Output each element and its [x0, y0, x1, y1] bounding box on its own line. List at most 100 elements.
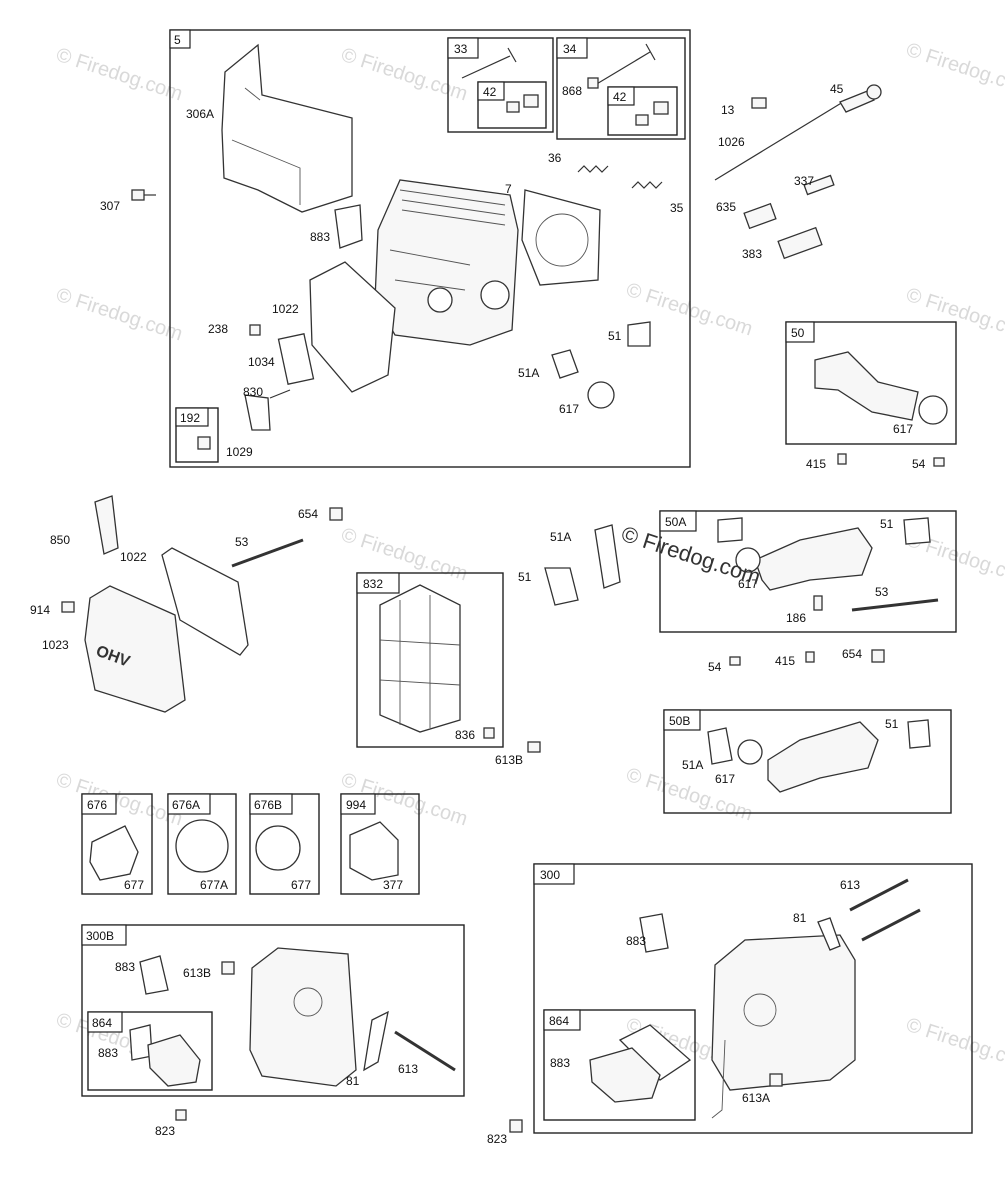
retainer-42a-b — [523, 94, 539, 108]
plug-238 — [249, 324, 261, 336]
spring-36 — [577, 165, 609, 173]
pushrod-1026 — [714, 101, 844, 181]
group-number: 42 — [483, 85, 497, 99]
group-number: 42 — [613, 90, 627, 104]
bolt-613-300b — [861, 908, 921, 942]
group-number: 676A — [172, 798, 200, 812]
part-label: 1022 — [272, 302, 299, 316]
group-tag-676A — [167, 793, 211, 815]
blower-housing-306A — [221, 43, 353, 213]
part-label: 1034 — [248, 355, 275, 369]
group-tag-300B — [81, 924, 127, 946]
part-label: 81 — [793, 911, 807, 925]
spring-35 — [631, 181, 663, 189]
part-label: 613B — [495, 753, 523, 767]
part-label: 51 — [885, 717, 899, 731]
part-label: 53 — [235, 535, 249, 549]
rocker-gasket-1022b — [161, 547, 249, 656]
breather-cover-detail — [379, 595, 461, 728]
plug-337 — [803, 174, 835, 196]
muffler-300B — [249, 947, 357, 1087]
part-label: 654 — [842, 647, 862, 661]
muffler-300 — [711, 934, 856, 1091]
adapter-864a — [147, 1034, 201, 1087]
part-label: 613B — [183, 966, 211, 980]
screw-613B — [527, 741, 541, 753]
part-label: 45 — [830, 82, 844, 96]
group-box-864a — [87, 1011, 213, 1091]
nut-654-b — [871, 649, 885, 663]
group-tag-676B — [249, 793, 293, 815]
part-186 — [813, 595, 823, 611]
watermark: © Firedog.com — [903, 1014, 1005, 1076]
part-label: 617 — [893, 422, 913, 436]
bolt-13 — [751, 97, 767, 109]
gasket-50A — [717, 517, 743, 543]
group-tag-50 — [785, 321, 815, 343]
part-drawings: OHV — [61, 43, 948, 1133]
group-tag-300 — [533, 863, 575, 885]
cylinder-head-port — [480, 280, 510, 310]
part-label: 677 — [291, 878, 311, 892]
part-label: 617 — [738, 577, 758, 591]
group-tag-5 — [169, 29, 191, 49]
part-label: 823 — [487, 1132, 507, 1146]
group-tag-42a — [477, 81, 505, 101]
group-number: 300B — [86, 929, 114, 943]
gasket-51A-50B — [707, 727, 733, 765]
part-label: 677 — [124, 878, 144, 892]
group-box-42a — [477, 81, 547, 129]
group-box-832 — [356, 572, 504, 748]
group-box-300 — [533, 863, 973, 1134]
part-label: 617 — [715, 772, 735, 786]
part-label: 51 — [608, 329, 622, 343]
group-tag-50B — [663, 709, 701, 731]
group-box-33 — [447, 37, 554, 133]
adapter-864b — [589, 1047, 661, 1103]
part-label: 883 — [550, 1056, 570, 1070]
screw-613B-b — [221, 961, 235, 975]
screw-836 — [483, 727, 495, 739]
watermark: © Firedog.com — [623, 764, 755, 826]
part-label: 415 — [775, 654, 795, 668]
part-label: 868 — [562, 84, 582, 98]
part-label: 238 — [208, 322, 228, 336]
group-number: 33 — [454, 42, 468, 56]
nut-415-b — [805, 651, 815, 663]
guard-994 — [349, 821, 399, 881]
gasket-51-50B — [907, 719, 931, 749]
head-gasket-bore — [535, 213, 589, 267]
bracket-81 — [363, 1010, 389, 1072]
group-number: 864 — [549, 1014, 569, 1028]
bracket-1029 — [244, 394, 271, 431]
part-label: 883 — [310, 230, 330, 244]
rocker-gasket-1022 — [309, 261, 396, 393]
part-label: 654 — [298, 507, 318, 521]
seal-868 — [587, 77, 599, 89]
group-tag-864b — [543, 1009, 581, 1031]
cylinder-head-fins — [389, 189, 506, 291]
gasket-883-300B — [139, 955, 169, 995]
part-label: 186 — [786, 611, 806, 625]
part-label: 1022 — [120, 550, 147, 564]
part-label: 13 — [721, 103, 735, 117]
part-label: 883 — [98, 1046, 118, 1060]
group-number: 50 — [791, 326, 805, 340]
part-label: 883 — [626, 934, 646, 948]
cylinder-head-bore — [427, 287, 453, 313]
part-label: 51A — [550, 530, 571, 544]
part-label: 35 — [670, 201, 684, 215]
nut-654 — [329, 507, 343, 521]
shield-676B — [255, 825, 301, 871]
group-boxes: 5 33 42 34 42 192 50 832 50A 50B 676 — [81, 29, 973, 1134]
group-tag-832 — [356, 572, 400, 594]
gasket-883 — [334, 204, 363, 249]
part-label: 677A — [200, 878, 228, 892]
valve-33 — [461, 47, 517, 79]
shield-676 — [89, 825, 139, 881]
group-box-864b — [543, 1009, 696, 1121]
screw-307 — [131, 189, 156, 201]
shield-676A — [175, 819, 229, 873]
part-label: 850 — [50, 533, 70, 547]
screw-823-b — [509, 1119, 523, 1133]
